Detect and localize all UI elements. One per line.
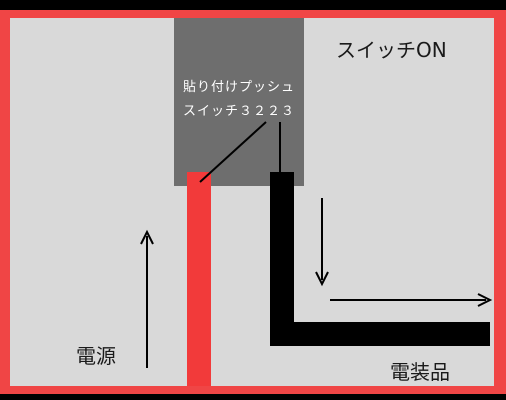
power-wire <box>187 172 211 386</box>
switch-name-line2: スイッチ３２２３ <box>182 104 295 119</box>
leader-line-power <box>199 121 267 183</box>
power-source-label: 電源 <box>76 344 116 368</box>
down-flow-arrowhead <box>315 271 329 287</box>
device-flow-arrowhead <box>477 293 493 307</box>
switch-body <box>174 18 304 186</box>
switch-state-label: スイッチON <box>336 38 447 62</box>
device-label: 電装品 <box>390 360 450 384</box>
power-flow-arrowhead <box>140 229 154 245</box>
device-wire <box>270 172 490 346</box>
switch-name-line1: 貼り付けプッシュ <box>182 80 295 95</box>
